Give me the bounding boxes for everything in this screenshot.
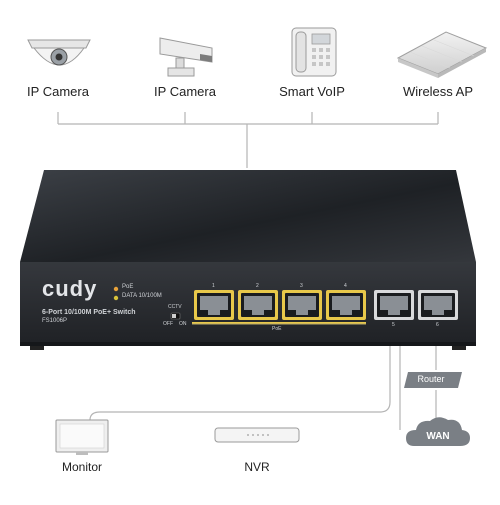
access-point-icon bbox=[396, 31, 488, 78]
port-number-2: 2 bbox=[256, 283, 259, 289]
poe-group-bar bbox=[192, 322, 366, 325]
device-label-monitor: Monitor bbox=[61, 460, 102, 474]
monitor-icon bbox=[55, 419, 109, 455]
bullet-camera-icon bbox=[159, 37, 213, 77]
dome-camera-icon bbox=[27, 39, 91, 66]
device-label-wireless-ap: Wireless AP bbox=[402, 84, 474, 99]
poe-group-label: PoE bbox=[272, 326, 282, 332]
wan-cloud-icon bbox=[406, 417, 470, 446]
model-code: FS1006P bbox=[42, 318, 68, 324]
model-line: 6-Port 10/100M PoE+ Switch bbox=[42, 309, 136, 316]
port-number-1: 1 bbox=[212, 283, 215, 289]
ethernet-port-3 bbox=[282, 290, 322, 320]
brand-logo: cudy bbox=[42, 276, 98, 301]
port-number-6: 6 bbox=[436, 322, 439, 328]
device-label-ip-camera-2: IP Camera bbox=[154, 84, 216, 99]
bottom-connector-lines bbox=[89, 346, 437, 430]
led-poe-label: PoE bbox=[122, 284, 134, 290]
led-data-label: DATA 10/100M bbox=[122, 293, 162, 299]
data-led-icon bbox=[113, 295, 119, 301]
poe-led-icon bbox=[113, 286, 119, 292]
device-label-nvr: NVR bbox=[244, 460, 270, 474]
ethernet-port-5 bbox=[374, 290, 414, 320]
ethernet-port-4 bbox=[326, 290, 366, 320]
voip-phone-icon bbox=[291, 27, 337, 77]
poe-switch bbox=[20, 170, 476, 350]
switch-top-face bbox=[20, 170, 476, 262]
router-icon bbox=[404, 372, 462, 388]
wan-label: WAN bbox=[426, 431, 450, 442]
ethernet-port-2 bbox=[238, 290, 278, 320]
nvr-icon bbox=[214, 427, 300, 443]
cctv-label: CCTV bbox=[168, 304, 182, 310]
ethernet-port-1 bbox=[194, 290, 234, 320]
device-label-ip-camera-1: IP Camera bbox=[27, 84, 89, 99]
ethernet-port-6 bbox=[418, 290, 458, 320]
off-label: OFF bbox=[163, 321, 173, 327]
on-label: ON bbox=[179, 321, 187, 327]
port-number-4: 4 bbox=[344, 283, 347, 289]
device-label-smart-voip: Smart VoIP bbox=[279, 84, 345, 99]
port-number-3: 3 bbox=[300, 283, 303, 289]
top-connector-lines bbox=[57, 112, 439, 168]
router-label: Router bbox=[417, 374, 445, 384]
port-number-5: 5 bbox=[392, 322, 395, 328]
